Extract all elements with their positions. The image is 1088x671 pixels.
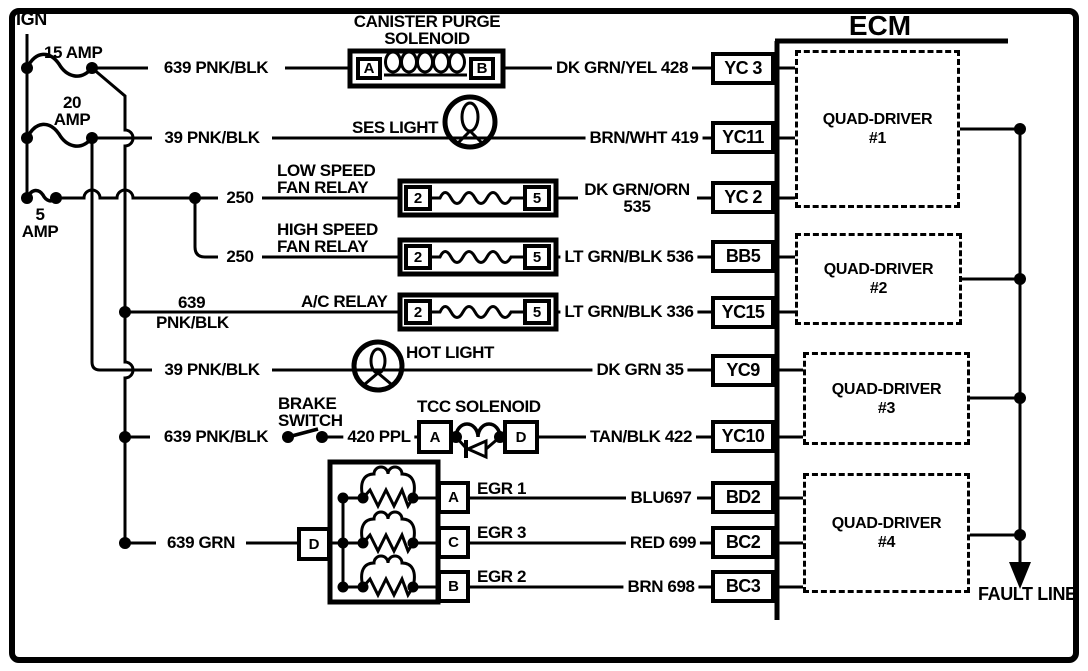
fault-line-bus (960, 127, 1022, 564)
wire-label-639-pnk-blk-row1: 639 PNK/BLK (159, 59, 273, 76)
ecm-pin-yc3: YC 3 (711, 52, 775, 85)
wire-label-tan-blk-422: TAN/BLK 422 (585, 428, 697, 445)
high-fan-relay-coil-icon (397, 237, 559, 277)
diode-icon (454, 435, 501, 460)
fuse-20amp-label: 20 AMP (53, 93, 91, 129)
low-fan-relay-label: LOW SPEED FAN RELAY (277, 161, 376, 197)
wire-label-250-row4: 250 (222, 248, 258, 265)
wire-label-639-grn: 639 GRN (162, 534, 240, 551)
low-fan-relay-terminal-5: 5 (523, 185, 551, 211)
wire-label-pnk-blk-row5: PNK/BLK (156, 313, 229, 332)
wire-label-brn-wht-419: BRN/WHT 419 (585, 129, 703, 146)
egr-terminal-a: A (437, 481, 470, 514)
wire-label-420-ppl: 420 PPL (343, 428, 415, 445)
ecm-title: ECM (848, 10, 912, 41)
fault-line-label: FAULT LINE (978, 584, 1077, 604)
ecm-pin-stubs (775, 66, 803, 589)
wire-label-lt-grn-blk-336: LT GRN/BLK 336 (560, 303, 698, 320)
ecm-pin-yc2: YC 2 (711, 181, 775, 214)
ign-bus (25, 34, 135, 543)
ac-relay-terminal-2: 2 (404, 299, 432, 325)
ecm-pin-bd2: BD2 (711, 481, 775, 514)
canister-purge-label: CANISTER PURGE SOLENOID (353, 12, 501, 48)
ecm-pin-bb5: BB5 (711, 240, 775, 273)
ecm-pin-bc3: BC3 (711, 570, 775, 603)
egr-terminal-c: C (437, 526, 470, 559)
ecm-pin-yc10: YC10 (711, 420, 775, 453)
high-fan-relay-label: HIGH SPEED FAN RELAY (277, 220, 378, 256)
page-border (9, 8, 1079, 663)
egr-terminal-b: B (437, 570, 470, 603)
ecm-pin-bc2: BC2 (711, 526, 775, 559)
wire-label-lt-grn-blk-536: LT GRN/BLK 536 (560, 248, 698, 265)
wire-label-brn-698: BRN 698 (623, 578, 699, 595)
brake-switch-label: BRAKE SWITCH (278, 394, 343, 430)
hot-light-label: HOT LIGHT (406, 343, 494, 362)
wire-label-dk-grn-yel-428: DK GRN/YEL 428 (551, 59, 693, 76)
wire-label-39-pnk-blk-row6: 39 PNK/BLK (160, 361, 264, 378)
canister-terminal-b: B (469, 57, 495, 80)
canister-terminal-a: A (356, 57, 382, 80)
low-fan-relay-coil-icon (397, 178, 559, 218)
wire-label-639-pnk-blk-row7: 639 PNK/BLK (159, 428, 273, 445)
quad-driver-3: QUAD-DRIVER #3 (803, 352, 970, 445)
egr-terminal-d: D (297, 527, 331, 561)
egr2-label: EGR 2 (477, 567, 527, 586)
quad-driver-2: QUAD-DRIVER #2 (795, 233, 962, 325)
low-fan-relay-terminal-2: 2 (404, 185, 432, 211)
wire-label-639-row5: 639 (178, 293, 206, 312)
fuse-20amp-icon (25, 122, 94, 148)
tcc-solenoid-coil-icon (454, 422, 502, 438)
ses-light-bulb-icon (442, 94, 498, 150)
high-fan-relay-terminal-2: 2 (404, 244, 432, 270)
wire-label-39-pnk-blk-row2: 39 PNK/BLK (160, 129, 264, 146)
quad-driver-1: QUAD-DRIVER #1 (795, 50, 960, 208)
tcc-terminal-d: D (503, 420, 539, 454)
wire-label-250-row3: 250 (222, 189, 258, 206)
wire-label-red-699: RED 699 (625, 534, 701, 551)
ac-relay-coil-icon (397, 292, 559, 332)
quad-driver-4: QUAD-DRIVER #4 (803, 473, 970, 593)
circuit-wires (56, 66, 712, 589)
fuse-5amp-label: 5 AMP (21, 205, 59, 241)
junction-dots (21, 62, 1026, 593)
ecm-pin-yc11: YC11 (711, 121, 775, 154)
egr3-label: EGR 3 (477, 523, 527, 542)
ecm-pin-yc9: YC9 (711, 354, 775, 387)
ac-relay-terminal-5: 5 (523, 299, 551, 325)
wire-label-dk-grn-orn-535: DK GRN/ORN 535 (580, 181, 694, 215)
egr1-label: EGR 1 (477, 479, 527, 498)
canister-purge-solenoid-icon (347, 48, 506, 89)
fuse-15amp-label: 15 AMP (44, 43, 103, 62)
tcc-terminal-a: A (417, 420, 453, 454)
egr-solenoid-assembly-icon (327, 459, 441, 605)
hot-light-bulb-icon (351, 339, 405, 393)
ign-label: IGN (16, 9, 47, 29)
wire-label-dk-grn-35: DK GRN 35 (592, 361, 688, 378)
fuse-15amp-icon (25, 52, 94, 78)
ecm-pin-yc15: YC15 (711, 296, 775, 329)
fault-arrow-icon (1009, 562, 1031, 589)
wire-label-blu697: BLU697 (626, 489, 696, 506)
ses-light-label: SES LIGHT (352, 118, 439, 137)
high-fan-relay-terminal-5: 5 (523, 244, 551, 270)
tcc-solenoid-label: TCC SOLENOID (417, 397, 541, 416)
ac-relay-label: A/C RELAY (301, 292, 388, 311)
